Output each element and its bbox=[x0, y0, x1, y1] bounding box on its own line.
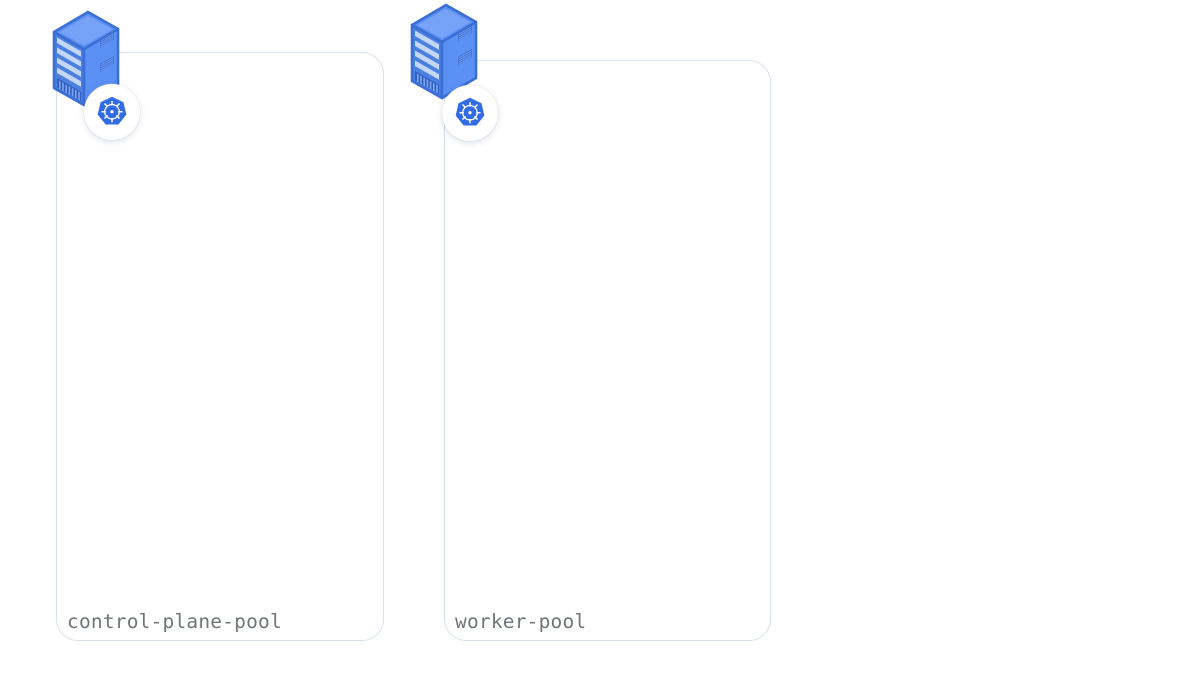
server-rack-icon bbox=[48, 10, 126, 112]
node-pool-label: control-plane-pool bbox=[67, 610, 282, 633]
kubernetes-icon bbox=[455, 97, 485, 126]
kubernetes-icon-badge bbox=[442, 85, 498, 141]
node-pool-card-control-plane-pool[interactable]: control-plane-pool bbox=[56, 52, 384, 641]
node-pool-card-worker-pool[interactable]: worker-pool bbox=[444, 60, 771, 641]
kubernetes-icon-badge bbox=[84, 84, 140, 140]
node-pool-label: worker-pool bbox=[455, 610, 587, 633]
kubernetes-icon bbox=[97, 96, 127, 125]
server-rack-icon bbox=[406, 3, 484, 105]
